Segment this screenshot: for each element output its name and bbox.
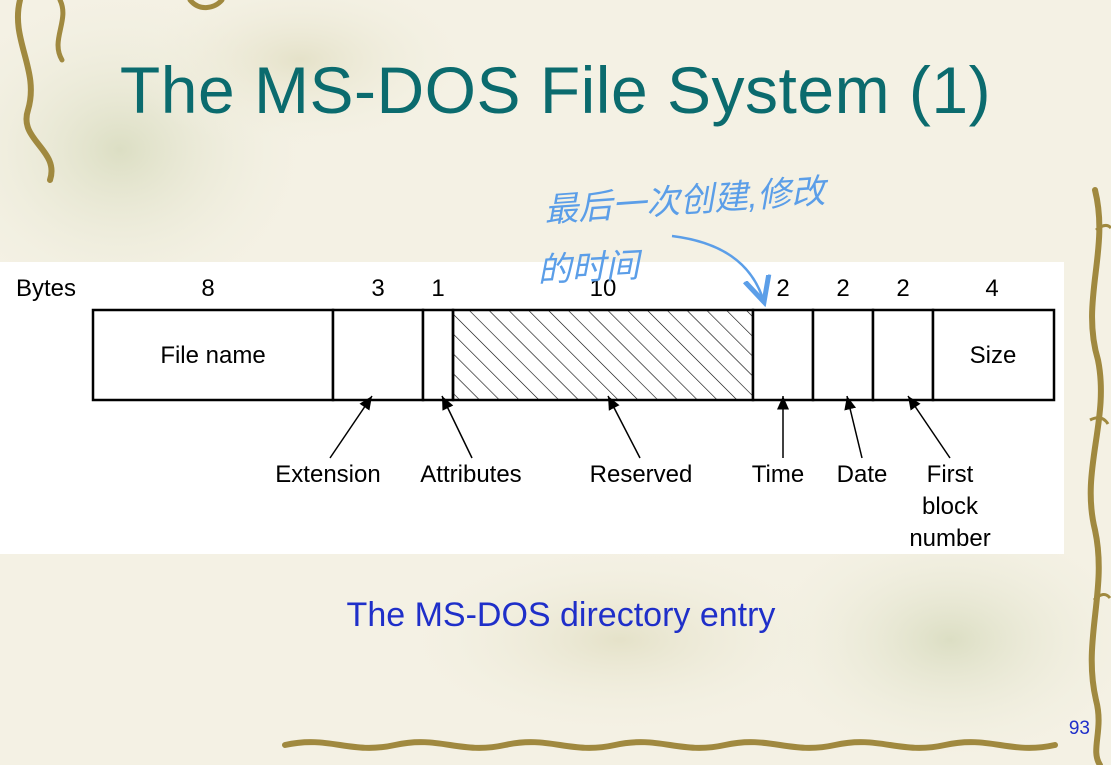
bytes-reserved: 10 — [590, 275, 617, 302]
arrow-extension — [329, 395, 373, 459]
bytes-time: 2 — [776, 275, 789, 302]
field-file-name — [91, 308, 335, 402]
bytes-label: Bytes — [16, 275, 76, 302]
field-reserved — [451, 308, 755, 402]
slide-title: The MS-DOS File System (1) — [119, 53, 992, 127]
callout-first-block-line3: number — [909, 525, 990, 552]
annotation-arrow — [671, 234, 764, 302]
callout-first-block-line2: block — [922, 493, 979, 520]
field-attributes — [421, 308, 455, 402]
bytes-first-block: 2 — [896, 275, 909, 302]
vine-top-left — [14, 0, 55, 183]
bytes-date: 2 — [836, 275, 849, 302]
field-extension — [331, 308, 425, 402]
bytes-size: 4 — [985, 275, 998, 302]
callout-date: Date — [837, 461, 888, 488]
field-first-block — [871, 308, 935, 402]
vine-bottom — [282, 739, 1058, 751]
arrow-attributes — [441, 395, 473, 459]
field-size — [931, 308, 1056, 402]
callout-time: Time — [752, 461, 804, 488]
size-label: Size — [970, 342, 1017, 369]
callout-extension: Extension — [275, 461, 380, 488]
vine-right — [1087, 187, 1104, 765]
arrow-first-block — [907, 395, 951, 459]
callout-reserved: Reserved — [590, 461, 693, 488]
callout-attributes: Attributes — [420, 461, 521, 488]
field-time — [751, 308, 815, 402]
page-number: 93 — [1068, 718, 1090, 739]
file-name-label: File name — [160, 342, 265, 369]
bytes-extension: 3 — [371, 275, 384, 302]
bytes-attributes: 1 — [431, 275, 444, 302]
bytes-file-name: 8 — [201, 275, 214, 302]
callout-first-block-line1: First — [927, 461, 974, 488]
arrow-date — [844, 395, 863, 459]
field-date — [811, 308, 875, 402]
arrow-reserved — [607, 395, 641, 459]
annotation-line2: 的时间 — [536, 246, 644, 289]
annotation-line1: 最后一次创建,修改 — [543, 172, 830, 230]
figure-caption: The MS-DOS directory entry — [346, 596, 776, 634]
